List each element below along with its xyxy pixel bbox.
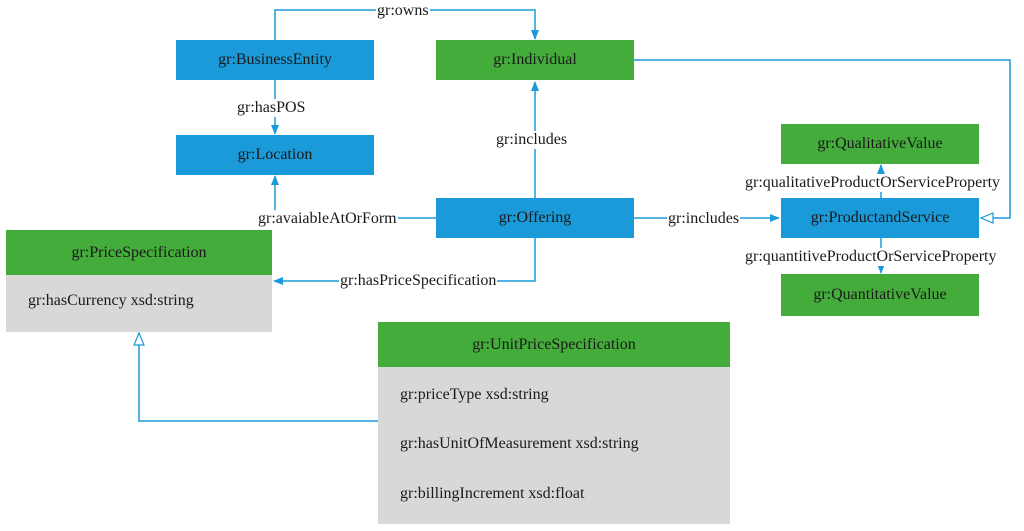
unit-price-specification-attribute: gr:billingIncrement xsd:float: [400, 485, 585, 502]
node-price-specification-title: gr:PriceSpecification: [71, 243, 207, 261]
node-quantitative-value-label: gr:QuantitativeValue: [813, 286, 947, 303]
unit-price-specification-attribute: gr:priceType xsd:string: [400, 386, 549, 403]
node-business-entity-label: gr:BusinessEntity: [218, 51, 332, 68]
node-offering: gr:Offering: [436, 198, 634, 238]
node-price-specification-body: [6, 275, 272, 332]
node-unit-price-specification-header: gr:UnitPriceSpecification: [378, 322, 730, 367]
edge-unit-price-subclass: [139, 333, 378, 422]
node-product-and-service-label: gr:ProductandService: [810, 209, 950, 226]
edge-label-includes-product: gr:includes: [667, 210, 741, 228]
edge-label-quantitive-property: gr:quantitiveProductOrServiceProperty: [744, 248, 998, 266]
price-specification-attribute: gr:hasCurrency xsd:string: [28, 292, 194, 309]
edge-label-owns: gr:owns: [376, 2, 430, 20]
node-price-specification-header: gr:PriceSpecification: [6, 230, 272, 275]
edge-label-has-price-specification: gr:hasPriceSpecification: [339, 272, 498, 290]
node-unit-price-specification-body: [378, 367, 730, 524]
node-qualitative-value: gr:QualitativeValue: [781, 124, 979, 164]
edge-label-available-at: gr:avaiableAtOrForm: [257, 210, 398, 228]
edge-individual-subclass: [634, 59, 1011, 218]
node-qualitative-value-label: gr:QualitativeValue: [817, 135, 943, 152]
node-location: gr:Location: [176, 135, 374, 175]
node-individual: gr:Individual: [436, 40, 634, 80]
node-business-entity: gr:BusinessEntity: [176, 40, 374, 80]
node-product-and-service: gr:ProductandService: [781, 198, 979, 238]
node-unit-price-specification-title: gr:UnitPriceSpecification: [472, 335, 636, 353]
edge-label-includes-individual: gr:includes: [495, 131, 569, 149]
edge-label-has-pos: gr:hasPOS: [236, 99, 307, 117]
node-location-label: gr:Location: [237, 146, 313, 163]
edge-label-qualitative-property: gr:qualitativeProductOrServiceProperty: [744, 174, 1002, 192]
node-individual-label: gr:Individual: [493, 51, 577, 68]
node-offering-label: gr:Offering: [498, 209, 572, 226]
node-quantitative-value: gr:QuantitativeValue: [781, 274, 979, 316]
unit-price-specification-attribute: gr:hasUnitOfMeasurement xsd:string: [400, 435, 639, 452]
